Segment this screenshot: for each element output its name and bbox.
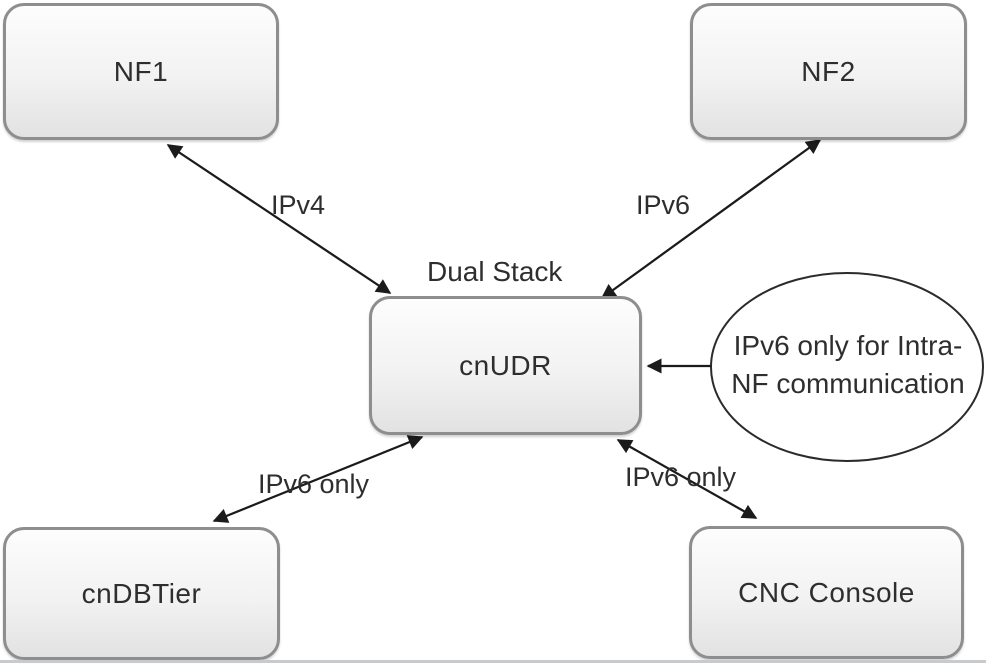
edge-label-ipv6-only-left: IPv6 only [258, 469, 370, 499]
node-nf1-label: NF1 [113, 55, 169, 87]
node-cndbtier-label: cnDBTier [81, 577, 202, 609]
note-text: IPv6 only for Intra- NF communication [712, 327, 984, 403]
edge-cnudr-cnc-console [616, 439, 758, 519]
node-cnudr-label: cnUDR [459, 349, 552, 381]
note-text-line2: NF communication [731, 368, 965, 399]
edge-label-ipv6: IPv6 [636, 190, 691, 220]
node-cnudr: cnUDR [369, 296, 642, 435]
node-cnc-console-label: CNC Console [738, 576, 915, 608]
node-nf1: NF1 [3, 3, 279, 140]
node-nf2: NF2 [690, 3, 967, 140]
node-cnc-console: CNC Console [689, 526, 964, 659]
dual-stack-annotation: Dual Stack [427, 256, 563, 287]
node-cndbtier: cnDBTier [3, 527, 280, 660]
edge-nf1-cnudr [166, 144, 392, 294]
edge-nf2-cnudr [600, 139, 822, 299]
note-text-line1: IPv6 only for Intra- [733, 330, 963, 361]
node-nf2-label: NF2 [801, 55, 856, 87]
edge-label-ipv4: IPv4 [271, 190, 326, 220]
bottom-divider [0, 660, 986, 663]
edge-label-ipv6-only-right: IPv6 only [625, 462, 737, 492]
edge-cnudr-cndbtier [212, 435, 424, 523]
